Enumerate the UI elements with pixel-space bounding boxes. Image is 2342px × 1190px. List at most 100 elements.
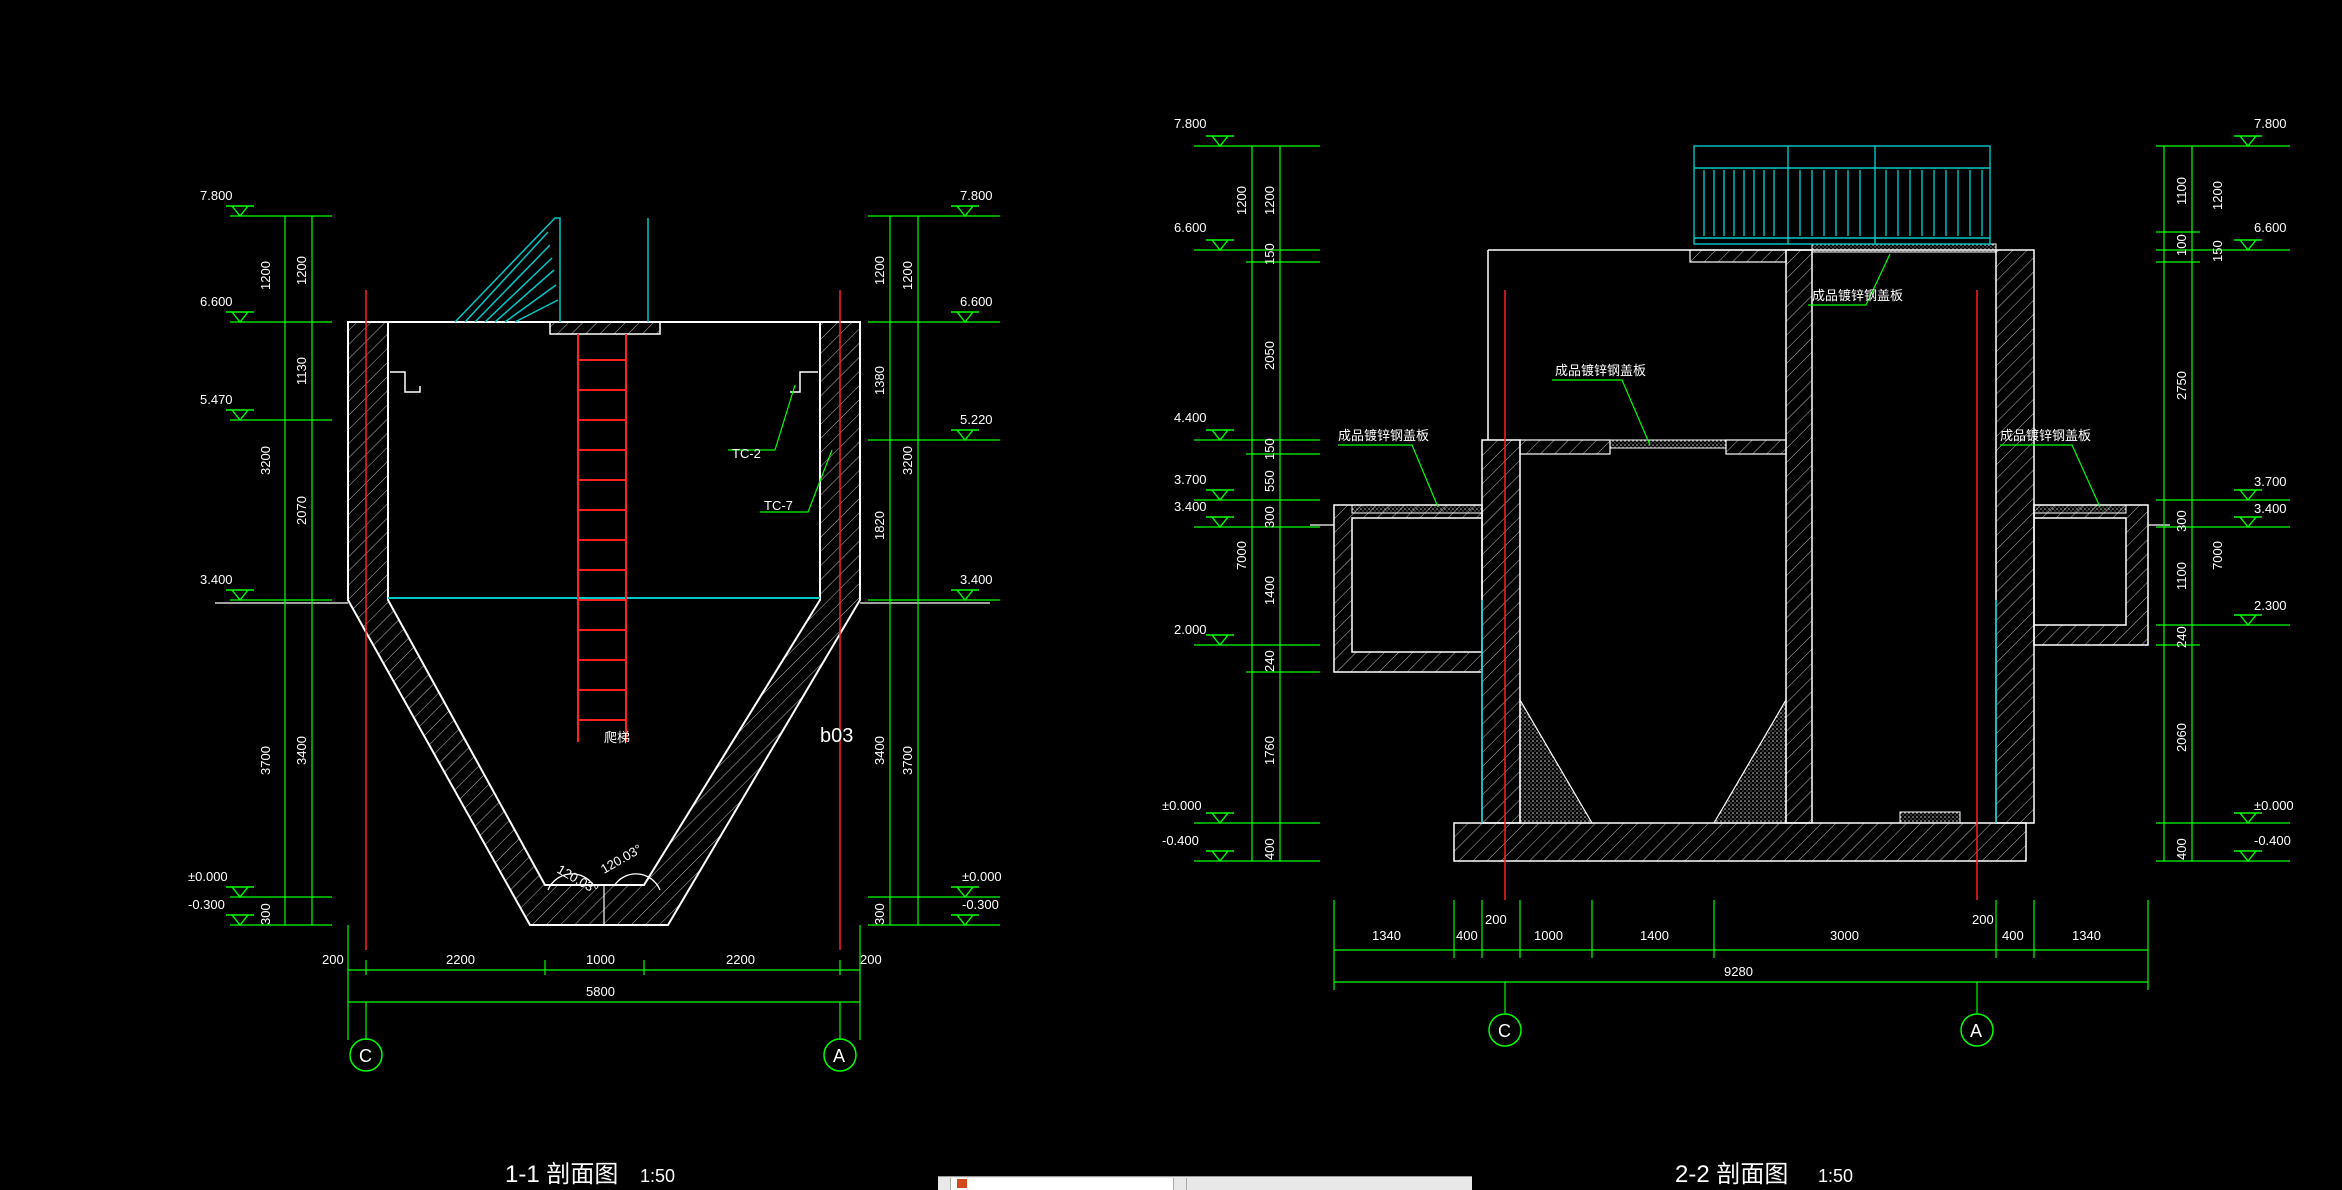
vdim-lo-4: 300 — [258, 903, 273, 925]
vdim2-ri-1: 1200 — [2210, 181, 2225, 210]
vdim2-li-5: 550 — [1262, 470, 1277, 492]
leader-grate-top — [1808, 253, 1891, 306]
elev2-left-7: ±0.000 — [1162, 798, 1202, 813]
total-width-right: 9280 — [1724, 964, 1753, 979]
vdim2-li-8: 240 — [1262, 650, 1277, 672]
elev-right-3: 5.220 — [960, 412, 993, 427]
leader-tc2 — [728, 384, 796, 451]
leader-grate-mid — [1552, 379, 1651, 446]
vdim2-ro-5: 1100 — [2174, 562, 2189, 590]
vdim2-ri-2: 150 — [2210, 240, 2225, 262]
label-ladder: 爬梯 — [604, 730, 630, 745]
hdim-r-7: 200 — [1972, 912, 1994, 927]
elev2-right-7: -0.400 — [2254, 833, 2291, 848]
elev-right-1: 7.800 — [960, 188, 993, 203]
vdim-li-2: 1130 — [294, 357, 309, 385]
stair-railing — [454, 217, 649, 323]
elev-right-2: 6.600 — [960, 294, 993, 309]
base-slab — [1453, 822, 2027, 862]
elev2-left-8: -0.400 — [1162, 833, 1199, 848]
section-2-2-title: 2-2 剖面图 — [1675, 1161, 1788, 1188]
hdim-r-9: 1340 — [2072, 928, 2101, 943]
vdim-lo-2: 3200 — [258, 446, 273, 475]
vdim-ro-3: 3700 — [900, 746, 915, 775]
elev2-right-4: 3.400 — [2254, 501, 2287, 516]
hdim-r-1: 1340 — [1372, 928, 1401, 943]
hdim-r-6: 3000 — [1830, 928, 1859, 943]
vdim2-lo-3: 400 — [1262, 838, 1277, 860]
axis-bubble-c2 — [1488, 1013, 1522, 1047]
vdim-ro-2: 3200 — [900, 446, 915, 475]
axis-label-a: A — [833, 1046, 845, 1066]
label-grate-top: 成品镀锌钢盖板 — [1812, 288, 1903, 303]
label-grate-left: 成品镀锌钢盖板 — [1338, 428, 1429, 443]
wall-middle — [1785, 249, 1813, 824]
axis-bubble-a2 — [1960, 1013, 1994, 1047]
hdim-r-8: 400 — [2002, 928, 2024, 943]
axis-bubble-a — [823, 1038, 857, 1072]
elev2-left-1: 7.800 — [1174, 116, 1207, 131]
ladder — [577, 334, 627, 742]
elev2-left-5: 3.400 — [1174, 499, 1207, 514]
sludge-fill-left — [1519, 697, 1594, 824]
vdim-li-3: 2070 — [294, 496, 309, 525]
elev2-right-6: ±0.000 — [2254, 798, 2294, 813]
elev2-right-1: 7.800 — [2254, 116, 2287, 131]
elev-left-6: -0.300 — [188, 897, 225, 912]
vdim-li-4: 3400 — [294, 736, 309, 765]
vdim-lo-1: 1200 — [258, 261, 273, 290]
vdim2-ri-3: 7000 — [2210, 541, 2225, 570]
top-railing — [1693, 145, 1991, 245]
vdim-ri-1: 1200 — [872, 256, 887, 285]
taskbar-button-2[interactable] — [1174, 1177, 1187, 1190]
taskbar-strip[interactable] — [938, 1176, 1472, 1190]
elev2-right-2: 6.600 — [2254, 220, 2287, 235]
leader-grate-left — [1338, 444, 1439, 508]
vdim2-li-1: 1200 — [1262, 186, 1277, 215]
vdim2-ro-6: 240 — [2174, 626, 2189, 648]
app-icon — [957, 1179, 967, 1188]
vdim2-li-2: 150 — [1262, 243, 1277, 265]
elev2-left-2: 6.600 — [1174, 220, 1207, 235]
vdim-ro-4: 300 — [872, 903, 887, 925]
elev2-left-4: 3.700 — [1174, 472, 1207, 487]
total-width-left: 5800 — [586, 984, 615, 999]
wall-left — [1481, 439, 1521, 824]
elev-right-6: -0.300 — [962, 897, 999, 912]
side-chamber-right — [2033, 504, 2149, 646]
vdim2-ro-1: 1100 — [2174, 177, 2189, 205]
axis-bubble-c — [349, 1038, 383, 1072]
wall-right — [1995, 249, 2035, 824]
label-tc7: TC-7 — [764, 498, 793, 513]
label-b03: b03 — [820, 725, 853, 747]
vdim-lo-3: 3700 — [258, 746, 273, 775]
elev-left-1: 7.800 — [200, 188, 233, 203]
section-2-2: 成品镀锌钢盖板 成品镀锌钢盖板 成品镀锌钢盖板 成品镀锌钢盖板 7.800 — [1162, 116, 2294, 1188]
label-angle-2: 120.03° — [598, 841, 644, 876]
vdim2-ro-3: 2750 — [2174, 371, 2189, 400]
vdim2-li-9: 1760 — [1262, 736, 1277, 765]
axis-label-c2: C — [1498, 1021, 1511, 1041]
axis-label-a2: A — [1970, 1021, 1982, 1041]
elev2-left-6: 2.000 — [1174, 622, 1207, 637]
elev2-right-5: 2.300 — [2254, 598, 2287, 613]
vdim-ro-1: 1200 — [900, 261, 915, 290]
taskbar-button[interactable] — [938, 1177, 951, 1190]
taskbar-active-window[interactable] — [951, 1177, 1174, 1190]
section-1-1-scale: 1:50 — [640, 1166, 675, 1186]
vdim2-lo-2: 7000 — [1234, 541, 1249, 570]
side-chamber-left — [1333, 504, 1483, 673]
vdim-ri-2: 1380 — [872, 366, 887, 395]
section-1-1: 7.800 6.600 5.470 3.400 ±0.000 -0.300 12… — [188, 188, 1002, 1188]
elev-left-3: 5.470 — [200, 392, 233, 407]
elev-left-4: 3.400 — [200, 572, 233, 587]
vdim-ri-4: 3400 — [872, 736, 887, 765]
label-grate-right: 成品镀锌钢盖板 — [2000, 428, 2091, 443]
elev-left-2: 6.600 — [200, 294, 233, 309]
vdim2-ro-4: 300 — [2174, 510, 2189, 532]
hdim-l-3: 1000 — [586, 952, 615, 967]
vdim2-ro-8: 400 — [2174, 838, 2189, 860]
hdim-r-3: 200 — [1485, 912, 1507, 927]
hdim-l-2: 2200 — [446, 952, 475, 967]
